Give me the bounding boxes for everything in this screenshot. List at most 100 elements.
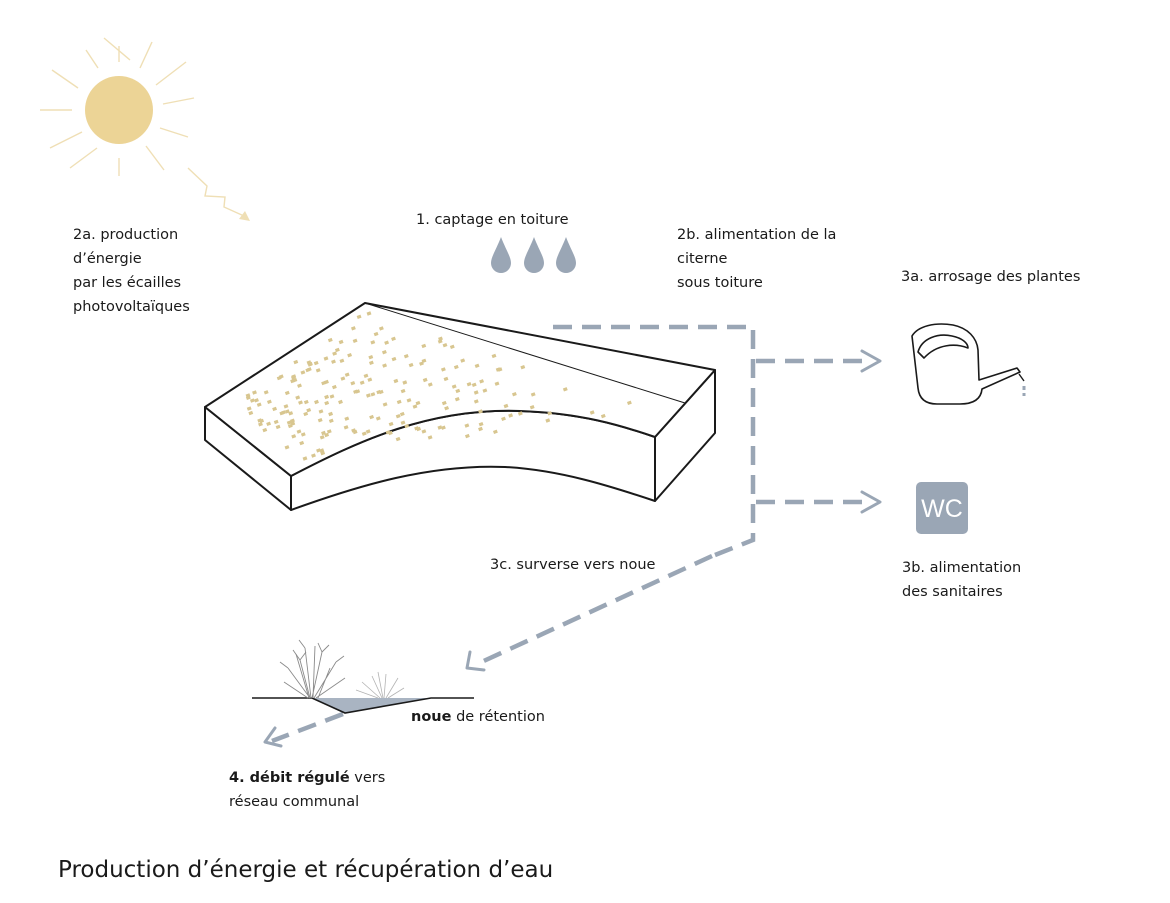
pv-scale <box>316 448 321 453</box>
pv-scale <box>373 331 379 337</box>
pv-scale <box>589 410 595 415</box>
pv-scale <box>440 367 446 372</box>
pv-scale <box>367 377 373 382</box>
pv-scale <box>492 429 498 434</box>
pv-scale <box>300 432 306 437</box>
pv-scale <box>356 314 362 319</box>
pv-scale <box>248 410 254 416</box>
pv-scale <box>334 347 340 353</box>
pv-scale <box>327 337 333 343</box>
pv-scale <box>293 359 299 365</box>
pv-scale <box>406 398 412 403</box>
pv-scale <box>280 410 286 415</box>
pv-scale <box>361 431 367 436</box>
pv-scale <box>381 350 387 355</box>
pv-scale <box>324 400 330 406</box>
pv-scale <box>464 433 470 439</box>
pv-scale <box>421 429 427 434</box>
pv-scale <box>365 393 371 398</box>
pv-scale <box>273 419 279 425</box>
pv-scale <box>257 418 263 423</box>
pv-scale <box>344 372 350 377</box>
pv-scale <box>416 426 422 432</box>
pv-scale <box>296 429 302 434</box>
pv-scale <box>307 362 313 367</box>
pv-scale <box>479 379 485 384</box>
pv-scale <box>626 400 632 405</box>
pv-scale <box>287 423 293 429</box>
pv-scale <box>375 416 381 421</box>
pv-scale <box>329 394 335 399</box>
pv-scale <box>400 420 406 425</box>
pv-scale <box>368 360 374 365</box>
pv-scale <box>314 399 319 405</box>
pv-scale <box>278 374 284 379</box>
pv-scale <box>350 326 356 331</box>
pv-scale <box>384 340 390 345</box>
pv-scale <box>471 382 477 387</box>
pv-scale <box>440 425 446 430</box>
pv-scale <box>547 411 553 416</box>
pv-scale <box>464 423 470 428</box>
pv-scale <box>391 356 397 362</box>
plant-watering-label: 3a. arrosage des plantes <box>901 269 1081 285</box>
sun-ray-zigzag <box>187 167 245 217</box>
wc-icon-label: WC <box>921 495 963 523</box>
pv-scale <box>402 380 408 385</box>
pv-scale <box>323 356 329 361</box>
pv-scale <box>318 409 324 414</box>
pv-scale <box>451 384 457 389</box>
pv-scale <box>444 406 450 411</box>
pv-scale <box>545 418 551 423</box>
wc-icon: WC <box>916 482 968 534</box>
pv-scale <box>437 425 443 430</box>
pv-scale <box>343 425 349 430</box>
tank-supply-label: 2b. alimentation de la citerne sous toit… <box>677 227 837 291</box>
pv-scale <box>299 440 305 446</box>
water-distribution-lines <box>271 324 868 744</box>
pv-scale <box>408 362 414 368</box>
pv-scale <box>441 400 447 406</box>
pv-scale <box>283 404 289 409</box>
pv-scale <box>319 435 325 440</box>
pv-scale <box>530 392 536 397</box>
pv-scale <box>340 376 346 381</box>
pv-scale <box>497 367 503 372</box>
pv-scale <box>254 398 259 403</box>
pv-scale <box>370 392 376 397</box>
pv-scale <box>262 427 268 433</box>
pv-scale <box>387 430 393 436</box>
pv-scale <box>300 370 306 375</box>
pv-scale <box>427 435 433 440</box>
pv-scale <box>399 411 405 417</box>
pv-scale <box>503 403 509 409</box>
sanitary-supply-label: 3b. alimentation des sanitaires <box>902 560 1022 600</box>
pv-scale <box>421 343 427 349</box>
pv-scale <box>478 426 483 432</box>
pv-scale <box>351 428 357 433</box>
pv-scale <box>473 399 479 404</box>
pv-scale <box>359 380 365 385</box>
pv-scale <box>339 358 345 363</box>
pv-scale <box>326 429 332 434</box>
pv-scale <box>245 393 251 398</box>
pv-scale <box>600 413 606 419</box>
pv-scale <box>400 388 406 394</box>
pv-scale <box>284 445 290 450</box>
pv-scale <box>466 382 472 387</box>
pv-scale <box>491 353 497 359</box>
pv-scale <box>315 368 321 373</box>
pv-scale <box>258 422 263 427</box>
pv-scale <box>295 395 301 400</box>
pv-scale <box>478 422 484 427</box>
regulated-flow-label: 4. débit régulé vers réseau communal <box>229 770 386 810</box>
pv-scale <box>511 392 517 397</box>
pv-scale <box>455 388 461 394</box>
pv-scale <box>303 411 309 417</box>
pv-scale <box>355 389 361 394</box>
pv-scale <box>415 400 421 406</box>
pv-scale <box>313 360 319 366</box>
pv-scale <box>382 402 388 407</box>
pv-scale <box>263 390 269 395</box>
pv-scale <box>338 339 344 345</box>
